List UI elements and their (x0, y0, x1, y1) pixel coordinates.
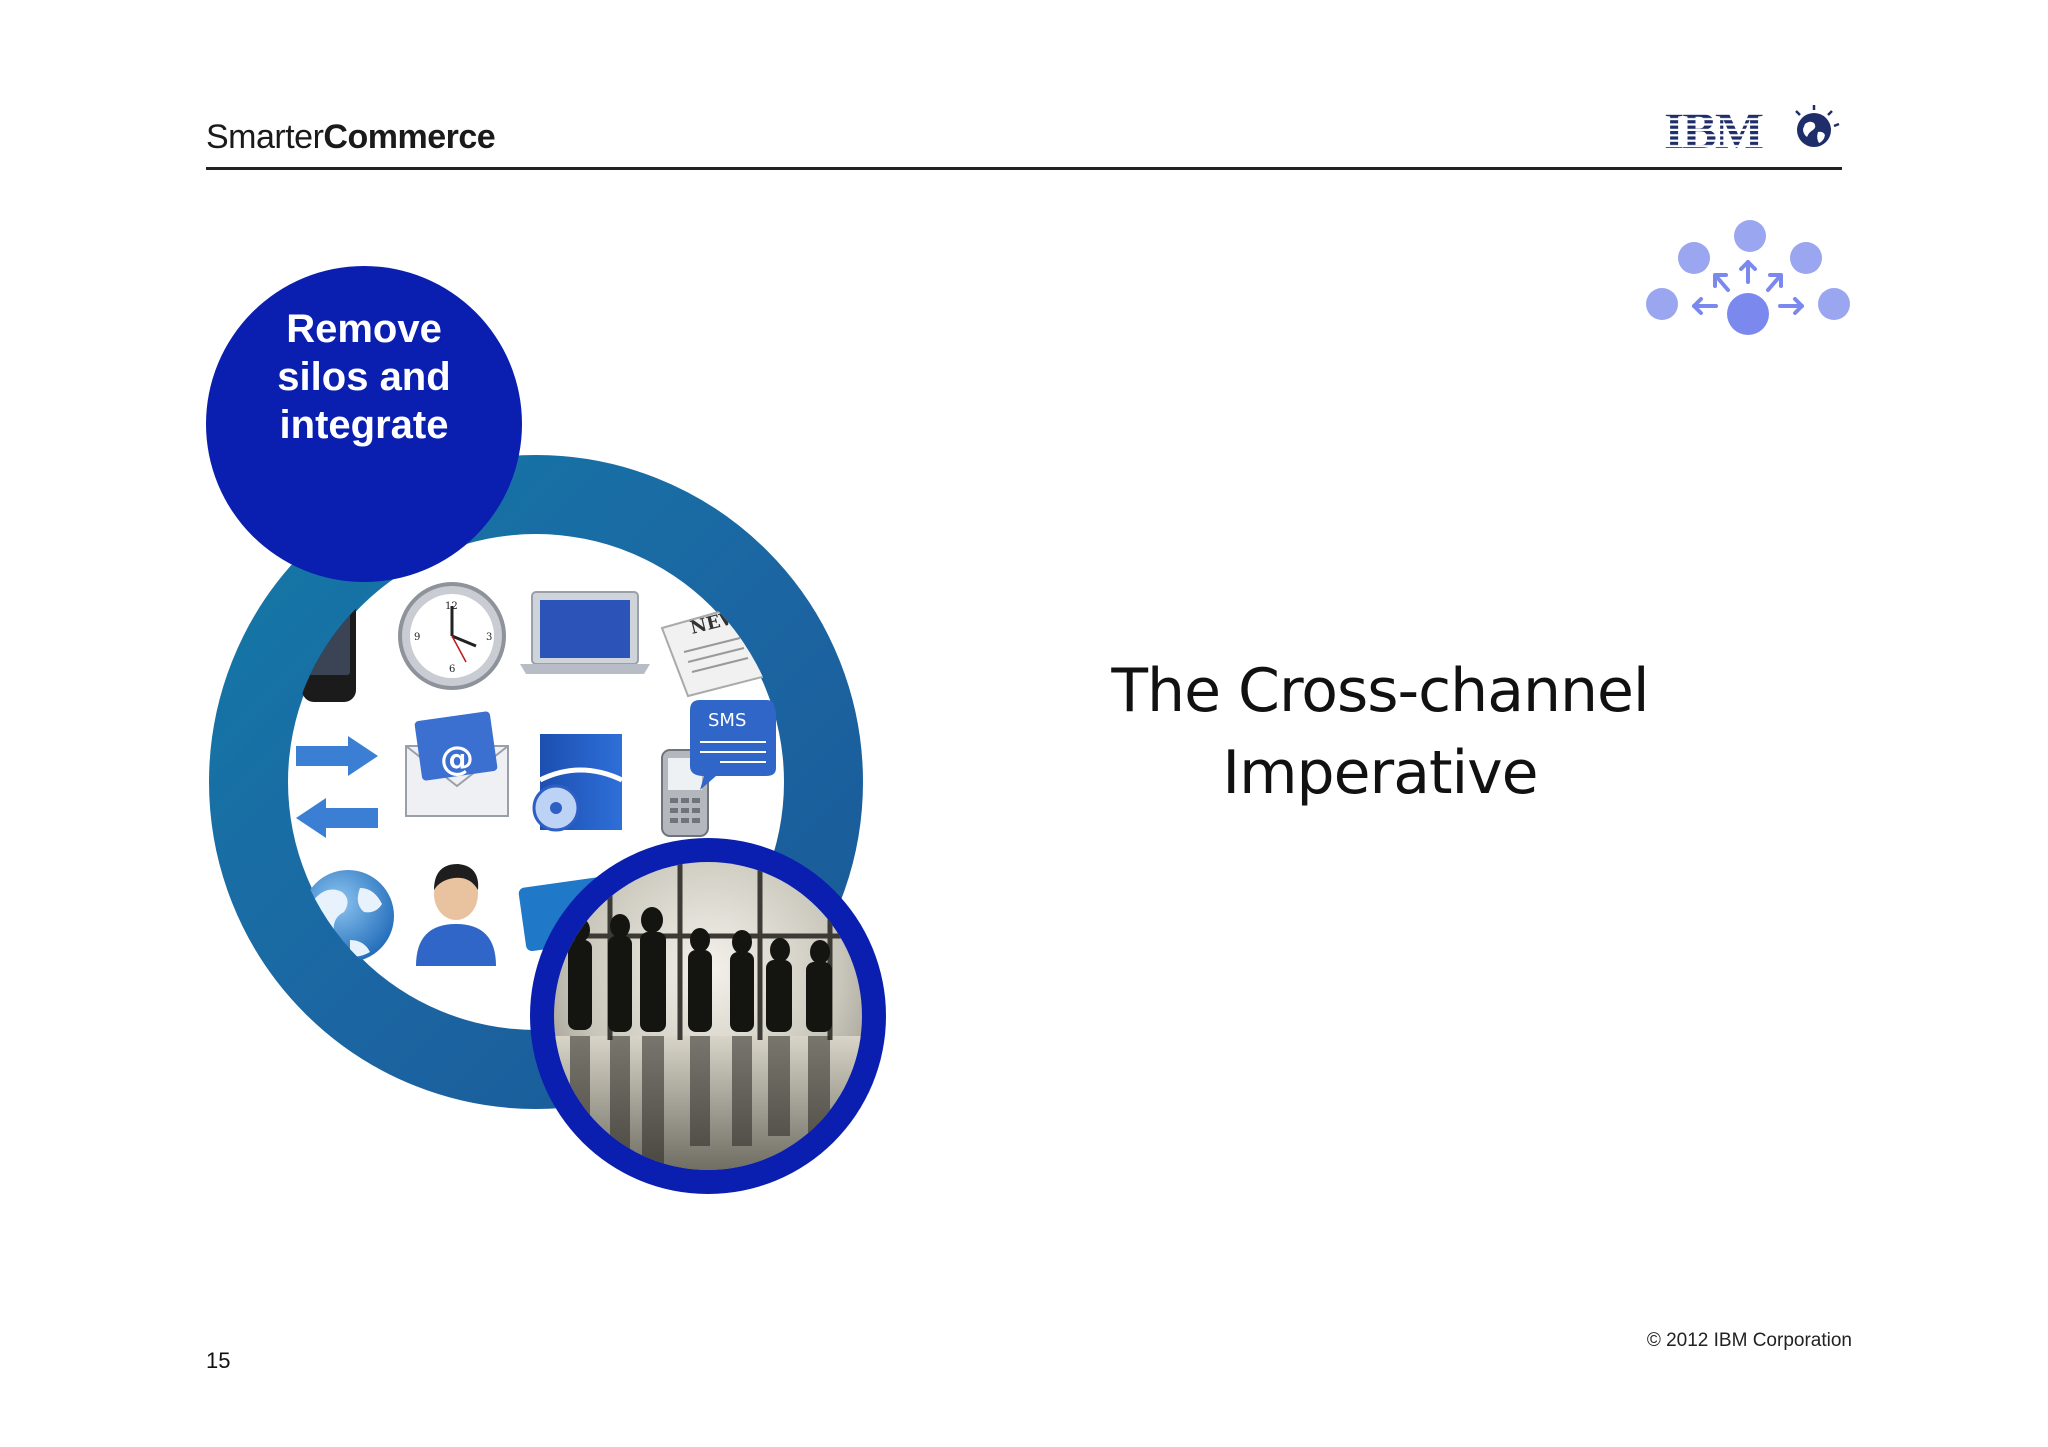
bubble-line-3: integrate (280, 403, 449, 447)
clock-numeral-6: 6 (449, 664, 455, 675)
ibm-logo-text: IBM (1664, 104, 1763, 156)
sms-bubble-label: SMS (708, 710, 746, 731)
laptop-icon (520, 591, 650, 674)
channel-ring (209, 455, 863, 1109)
clock-numeral-12: 12 (445, 601, 458, 612)
slide-title-line-1: The Cross-channel (1111, 656, 1649, 726)
brand-light-text: Smarter (206, 118, 324, 156)
slide-title: The Cross-channel Imperative (1060, 650, 1700, 814)
copyright-notice: © 2012 IBM Corporation (1646, 1330, 1852, 1351)
bubble-line-2: silos and (277, 355, 450, 399)
network-hub-icon (1646, 220, 1850, 335)
header-rule (206, 167, 1842, 170)
exchange-arrows-icon (296, 736, 378, 838)
channels-graphic: 12 3 6 9 NEW (206, 266, 886, 1194)
clock-icon: 12 3 6 9 (398, 582, 506, 690)
ibm-logo: IBM (1664, 104, 1840, 156)
page-number: 15 (206, 1348, 231, 1373)
slide-title-line-2: Imperative (1222, 738, 1538, 808)
remove-silos-bubble: Remove silos and integrate (206, 266, 522, 582)
clock-numeral-9: 9 (414, 632, 420, 643)
clock-numeral-3: 3 (486, 632, 492, 643)
bubble-line-1: Remove (286, 307, 442, 351)
brand-bold-text: Commerce (323, 118, 496, 156)
email-icon: @ (405, 711, 509, 817)
smarter-planet-icon (1795, 105, 1840, 147)
email-at-symbol: @ (440, 739, 474, 779)
business-people-photo (530, 838, 886, 1194)
user-avatar-icon (416, 864, 496, 966)
smarter-commerce-wordmark: SmarterCommerce (206, 118, 496, 157)
software-box-icon (532, 734, 624, 832)
sms-phone-icon: SMS (661, 700, 776, 837)
